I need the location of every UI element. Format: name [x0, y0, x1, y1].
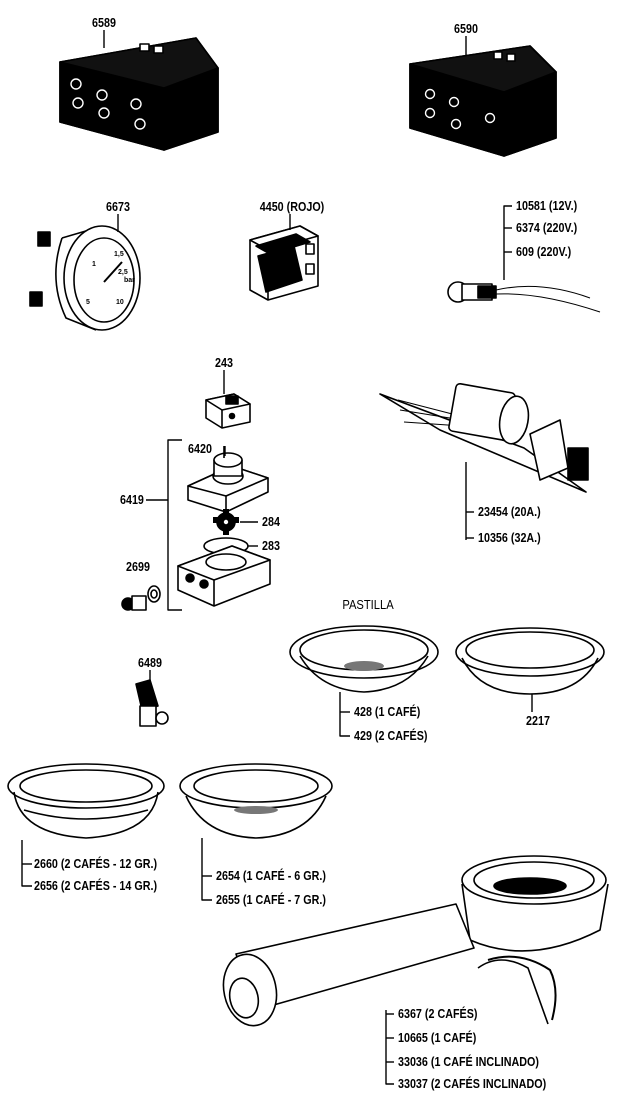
- keypad-6589-drawing: [59, 37, 219, 151]
- gauge-tick-bar: bar: [124, 277, 135, 284]
- label-6420: 6420: [188, 442, 212, 456]
- connector-243-drawing: [205, 393, 251, 429]
- label-10665: 10665 (1 CAFÉ): [398, 1031, 477, 1045]
- gauge-tick-1: 1: [92, 261, 96, 268]
- fitting-2699-drawing: [121, 585, 161, 611]
- label-428: 428 (1 CAFÉ): [354, 705, 421, 719]
- label-lamp-220v-a: 6374 (220V.): [516, 221, 578, 235]
- pilot-lamp-drawing: [447, 281, 601, 313]
- filter-1-cafe-drawing: [179, 763, 333, 839]
- leader-holder: [385, 1010, 394, 1085]
- label-2654: 2654 (1 CAFÉ - 6 GR.): [216, 869, 326, 883]
- coil-base-6420-drawing: [187, 446, 269, 513]
- label-lamp-12v: 10581 (12V.): [516, 199, 578, 213]
- label-6419: 6419: [120, 493, 144, 507]
- label-2656: 2656 (2 CAFÉS - 14 GR.): [34, 879, 158, 893]
- gauge-tick-1-5: 1,5: [114, 251, 124, 258]
- label-motor-32a: 10356 (32A.): [478, 531, 541, 545]
- filter-2-cafes-drawing: [7, 763, 165, 839]
- label-2660: 2660 (2 CAFÉS - 12 GR.): [34, 857, 158, 871]
- portafilter-drawing: [222, 855, 609, 1027]
- valve-body-drawing: [177, 545, 271, 607]
- label-6589: 6589: [92, 16, 116, 30]
- star-washer-284-drawing: [213, 509, 239, 535]
- label-33036: 33036 (1 CAFÉ INCLINADO): [398, 1055, 539, 1069]
- tap-6489-drawing: [135, 679, 169, 727]
- label-2217: 2217: [526, 714, 550, 728]
- label-33037: 33037 (2 CAFÉS INCLINADO): [398, 1077, 547, 1091]
- keypad-6590-drawing: [409, 45, 557, 157]
- label-6590: 6590: [454, 22, 478, 36]
- label-lamp-220v-b: 609 (220V.): [516, 245, 572, 259]
- leader-filter-1: [201, 838, 212, 901]
- gauge-6673-drawing: [29, 225, 141, 331]
- motor-drawing: [379, 382, 589, 493]
- label-429: 429 (2 CAFÉS): [354, 729, 428, 743]
- label-pastilla: PASTILLA: [342, 597, 394, 612]
- bracket-6419: [167, 439, 182, 611]
- gauge-tick-2-5: 2,5: [118, 269, 128, 276]
- leader-lamp: [503, 205, 512, 280]
- label-2699: 2699: [126, 560, 150, 574]
- label-243: 243: [215, 356, 233, 370]
- pastilla-filter-drawing: [289, 625, 439, 693]
- label-283: 283: [262, 539, 280, 553]
- label-284: 284: [262, 515, 280, 529]
- gauge-tick-5: 5: [86, 299, 90, 306]
- label-2655: 2655 (1 CAFÉ - 7 GR.): [216, 893, 326, 907]
- leader-pastilla: [339, 692, 350, 737]
- leader-filter-2: [21, 840, 32, 887]
- gauge-tick-10: 10: [116, 299, 124, 306]
- label-6489: 6489: [138, 656, 162, 670]
- label-6673: 6673: [106, 200, 130, 214]
- label-4450: 4450 (ROJO): [259, 200, 325, 214]
- label-motor-20a: 23454 (20A.): [478, 505, 541, 519]
- ring-2217-drawing: [455, 627, 605, 695]
- switch-4450-drawing: [249, 225, 319, 301]
- label-6367: 6367 (2 CAFÉS): [398, 1007, 478, 1021]
